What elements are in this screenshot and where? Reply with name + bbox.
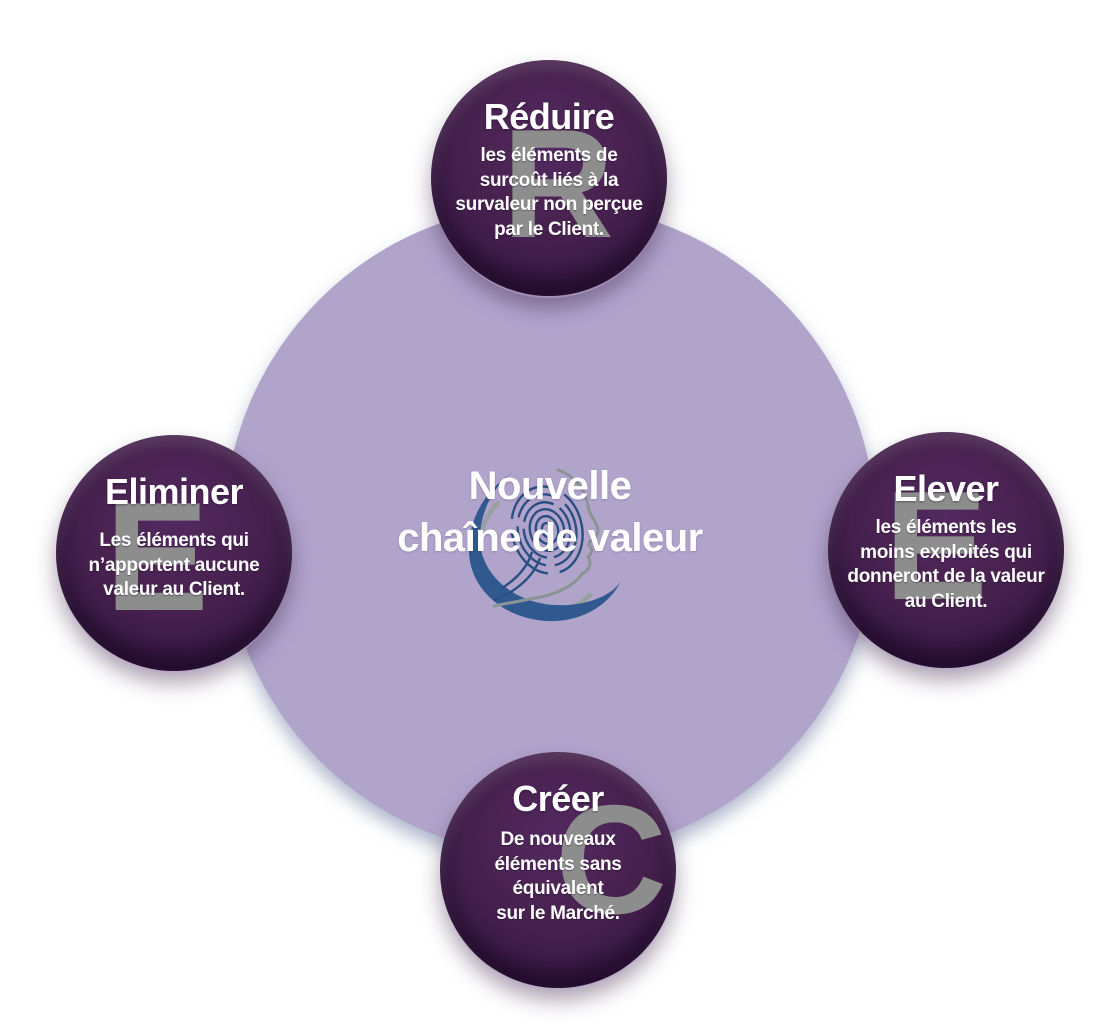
watermark-letter-r: R [502, 97, 614, 270]
center-title-line1: Nouvelle [468, 464, 632, 508]
node-reduire: R Réduire les éléments de surcoût liés à… [431, 60, 667, 296]
watermark-letter-c: C [555, 773, 667, 946]
node-eliminer: E Eliminer Les éléments qui n’apportent … [56, 435, 292, 671]
node-reduire-description: les éléments de surcoût liés à la surval… [455, 145, 643, 240]
node-creer: C Créer De nouveaux éléments sans équiva… [440, 752, 676, 988]
node-creer-description: De nouveaux éléments sans équivalent sur… [494, 829, 622, 924]
center-title: Nouvelle chaîne de valeur [224, 460, 876, 564]
node-elever-description: les éléments les moins exploités qui don… [847, 517, 1045, 612]
central-circle [224, 204, 876, 856]
center-title-line2: chaîne de valeur [397, 516, 703, 560]
watermark-letter-e2: E [884, 459, 988, 632]
node-eliminer-description: Les éléments qui n’apportent aucune vale… [88, 530, 260, 600]
fingerprint-face-logo-icon [468, 468, 621, 622]
node-creer-title: Créer [512, 778, 604, 819]
node-elever-title: Elever [893, 468, 999, 509]
node-reduire-title: Réduire [483, 96, 615, 137]
node-elever: E Elever les éléments les moins exploité… [828, 432, 1064, 668]
watermark-letter-e1: E [105, 470, 209, 643]
node-eliminer-title: Eliminer [104, 471, 244, 512]
